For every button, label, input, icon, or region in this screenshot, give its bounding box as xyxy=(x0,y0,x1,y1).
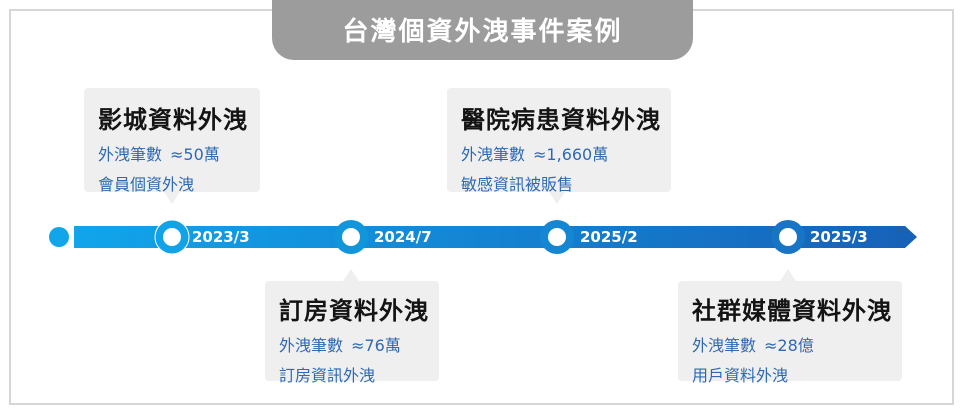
event-description: 敏感資訊被販售 xyxy=(461,175,574,194)
card-pointer-3 xyxy=(549,192,565,204)
event-title: 醫院病患資料外洩 xyxy=(461,105,661,134)
event-date-1: 2023/3 xyxy=(192,228,250,246)
milestone-marker-4 xyxy=(771,220,805,254)
event-date-4: 2025/3 xyxy=(810,228,868,246)
event-title: 社群媒體資料外洩 xyxy=(692,296,892,325)
event-date-2: 2024/7 xyxy=(374,228,432,246)
event-card-1: 影城資料外洩 外洩筆數≈50萬 會員個資外洩 xyxy=(84,88,260,194)
timeline-bar xyxy=(74,226,917,248)
event-description: 訂房資訊外洩 xyxy=(279,366,376,385)
event-card-3: 醫院病患資料外洩 外洩筆數≈1,660萬 敏感資訊被販售 xyxy=(447,88,671,194)
milestone-marker-1 xyxy=(154,219,190,255)
event-title: 影城資料外洩 xyxy=(98,105,248,134)
event-count: 外洩筆數≈76萬 xyxy=(279,336,401,355)
event-description: 會員個資外洩 xyxy=(98,175,195,194)
timeline-start-dot xyxy=(49,227,69,247)
milestone-marker-3 xyxy=(540,220,574,254)
card-pointer-4 xyxy=(780,269,796,281)
event-date-3: 2025/2 xyxy=(580,228,638,246)
event-card-4: 社群媒體資料外洩 外洩筆數≈28億 用戶資料外洩 xyxy=(678,281,902,385)
event-card-2: 訂房資料外洩 外洩筆數≈76萬 訂房資訊外洩 xyxy=(265,281,439,385)
card-pointer-1 xyxy=(164,192,180,204)
event-title: 訂房資料外洩 xyxy=(279,296,429,325)
event-count: 外洩筆數≈1,660萬 xyxy=(461,145,609,164)
milestone-marker-2 xyxy=(334,220,368,254)
event-count: 外洩筆數≈50萬 xyxy=(98,145,220,164)
card-pointer-2 xyxy=(343,269,359,281)
event-count: 外洩筆數≈28億 xyxy=(692,336,814,355)
event-description: 用戶資料外洩 xyxy=(692,366,789,385)
diagram-title: 台灣個資外洩事件案例 xyxy=(272,0,693,60)
